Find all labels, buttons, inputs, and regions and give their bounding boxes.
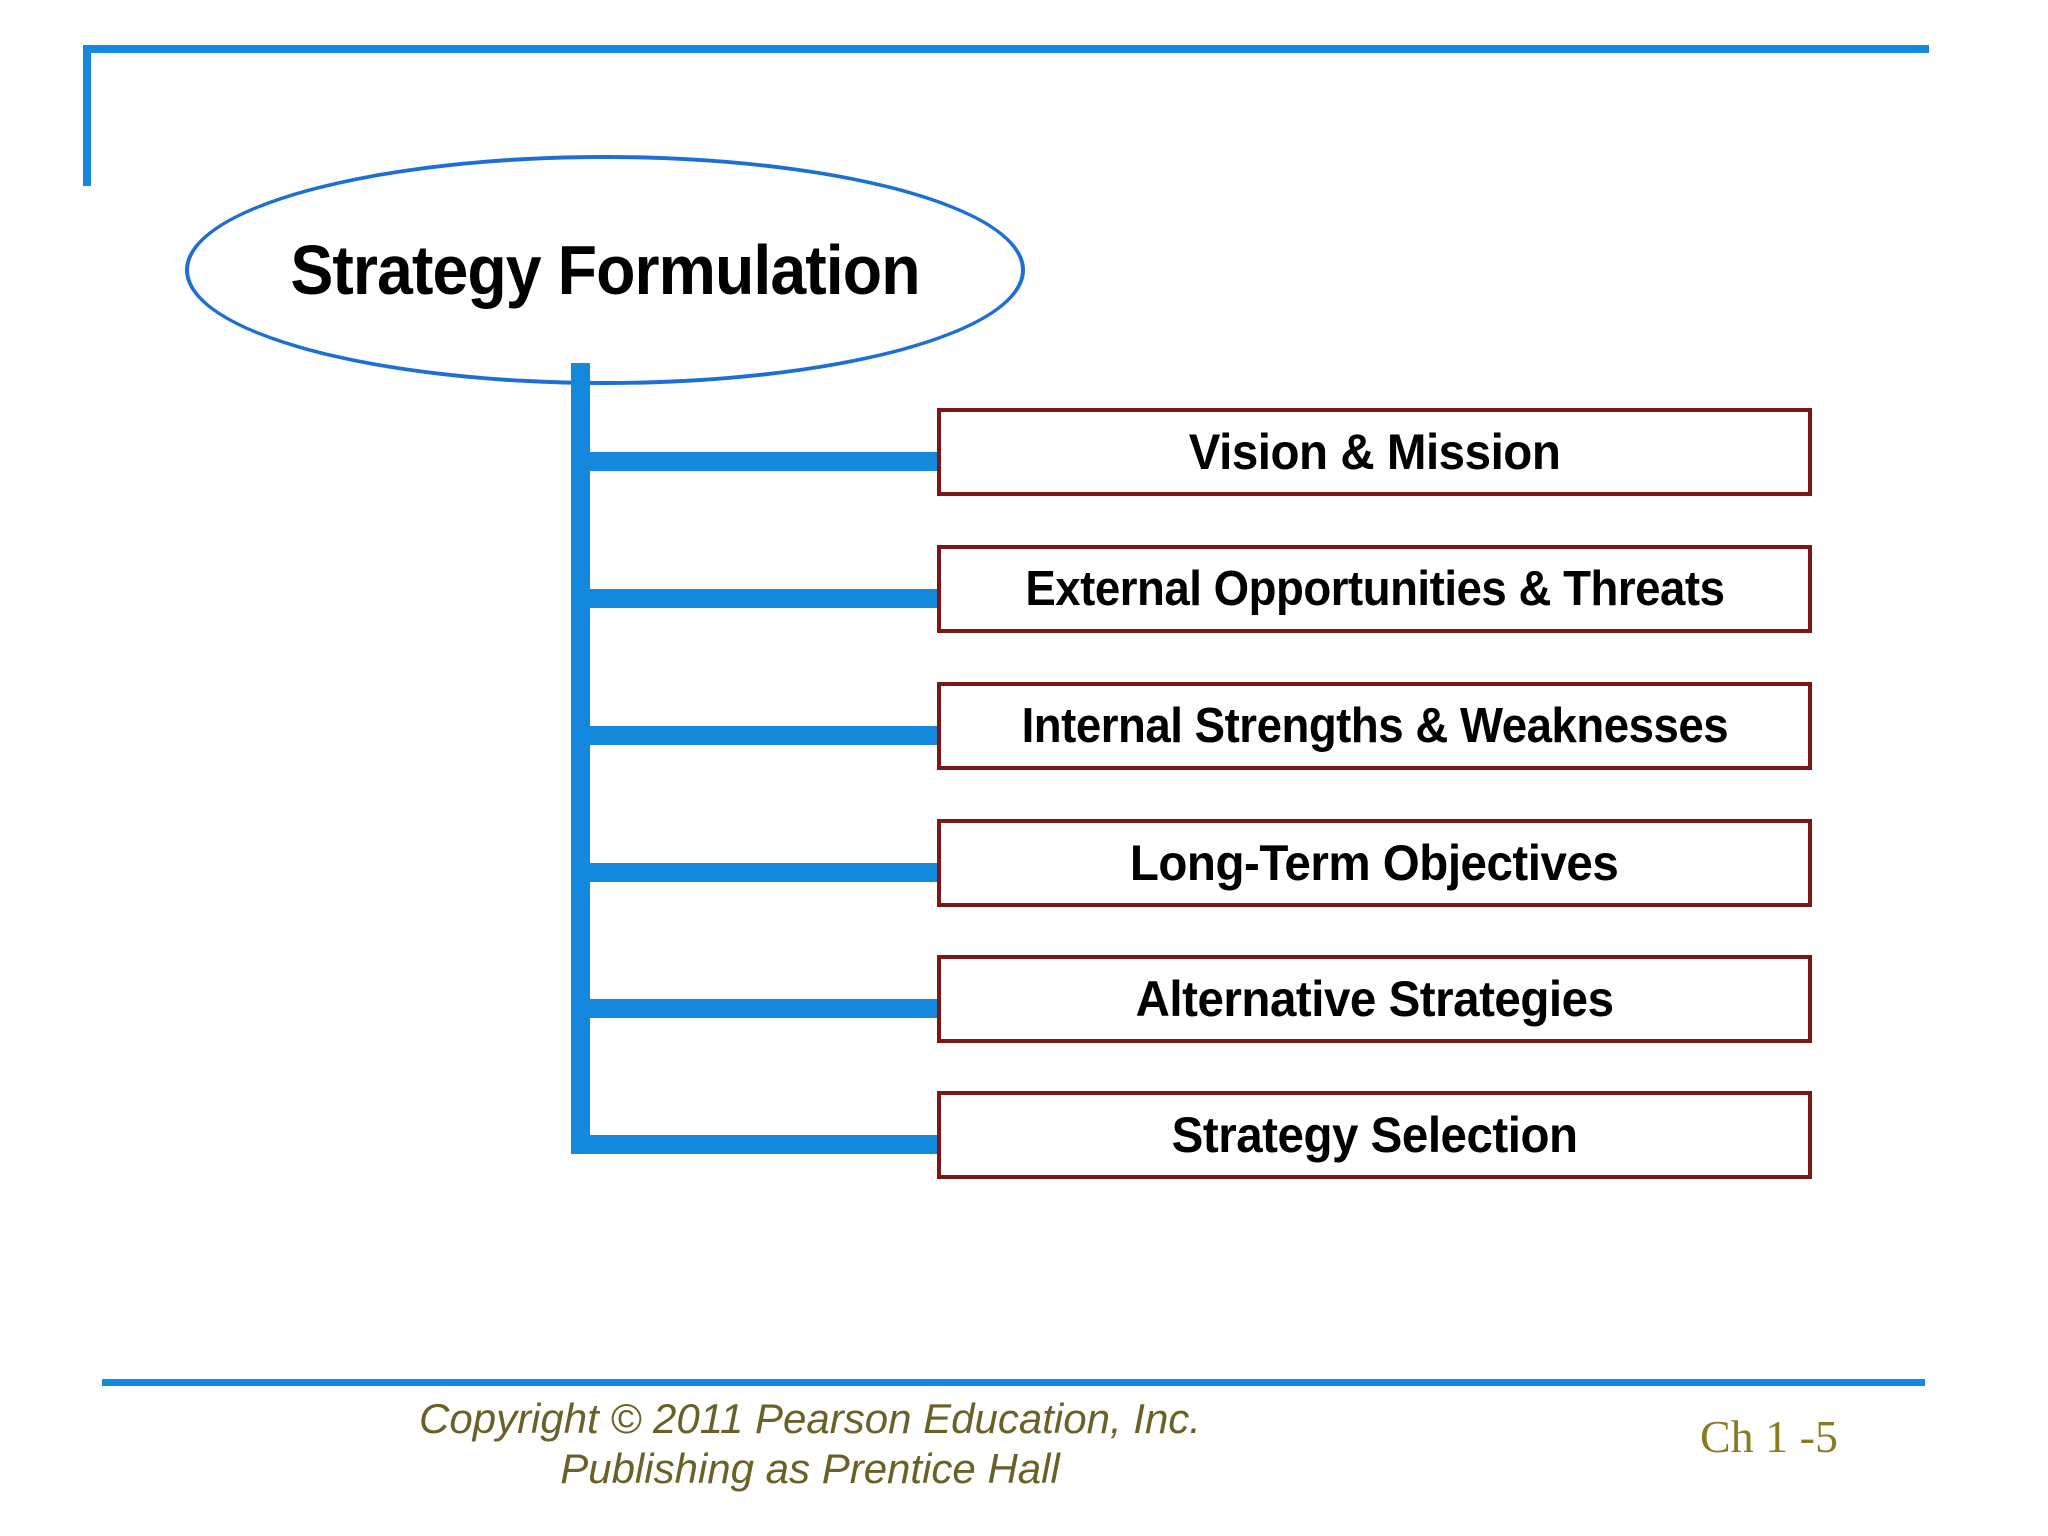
footer-divider (102, 1379, 1925, 1386)
connector-branch-6 (571, 1135, 943, 1154)
connector-branch-4 (571, 863, 943, 882)
diagram-node-alternative-strategies[interactable]: Alternative Strategies (937, 955, 1812, 1043)
diagram-node-label: Vision & Mission (1188, 424, 1561, 480)
connector-branch-1 (571, 452, 943, 471)
diagram-node-long-term-objectives[interactable]: Long-Term Objectives (937, 819, 1812, 907)
top-border-horizontal-accent (83, 45, 1929, 53)
diagram-node-label: Long-Term Objectives (1130, 835, 1619, 891)
diagram-node-internal-strengths-weaknesses[interactable]: Internal Strengths & Weaknesses (937, 682, 1812, 770)
connector-branch-3 (571, 726, 943, 745)
footer-copyright: Copyright © 2011 Pearson Education, Inc.… (419, 1395, 1201, 1492)
diagram-node-strategy-selection[interactable]: Strategy Selection (937, 1091, 1812, 1179)
diagram-node-label: Internal Strengths & Weaknesses (1021, 699, 1728, 753)
diagram-node-vision-mission[interactable]: Vision & Mission (937, 408, 1812, 496)
diagram-node-label: Alternative Strategies (1135, 971, 1614, 1027)
diagram-node-label: External Opportunities & Threats (1024, 562, 1725, 616)
connector-trunk (571, 363, 590, 1153)
connector-branch-2 (571, 589, 943, 608)
diagram-node-external-opportunities-threats[interactable]: External Opportunities & Threats (937, 545, 1812, 633)
diagram-root-ellipse: Strategy Formulation (185, 155, 1025, 385)
connector-branch-5 (571, 999, 943, 1018)
footer-page-number: Ch 1 -5 (1700, 1411, 1838, 1462)
diagram-node-label: Strategy Selection (1171, 1107, 1578, 1163)
top-border-vertical-accent (83, 45, 91, 186)
diagram-root-label: Strategy Formulation (290, 231, 920, 309)
